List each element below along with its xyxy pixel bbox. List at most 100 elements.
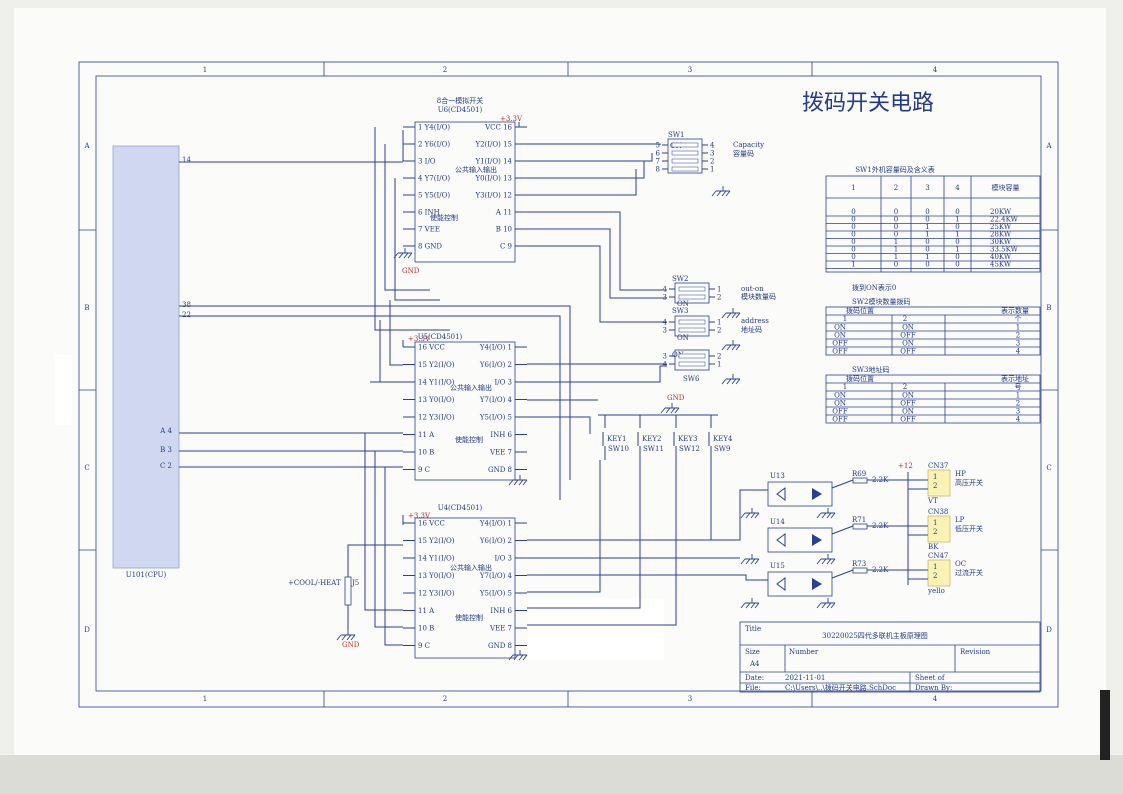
- u5pins-right-pin: Y4(I/O) 1: [479, 344, 512, 352]
- opto-signal: OC: [955, 560, 966, 568]
- ground-symbol: [721, 340, 741, 351]
- table1-cell: 1: [955, 246, 959, 254]
- grid-row-left: C: [84, 464, 89, 472]
- u4pins-left-pin: 14 Y1(I/O): [418, 555, 455, 563]
- table1-cell: 1: [955, 231, 959, 239]
- u4pins-right-pin: VEE 7: [489, 625, 512, 633]
- sw1pins-pin-right: 2: [710, 158, 714, 166]
- u5pins-right-pin: GND 8: [488, 466, 512, 474]
- u6-name: U6(CD4501): [438, 106, 483, 114]
- u4pins-left-pin: 12 Y3(I/O): [418, 590, 455, 598]
- ground-symbol: [816, 554, 836, 565]
- sw3pins-pin-right: 2: [717, 327, 721, 335]
- j5-ref: J5: [351, 579, 359, 587]
- table3-header-value: 表示地址: [1001, 374, 1029, 383]
- opto-connector-pin1: 1: [933, 519, 937, 527]
- u5pins-left-pin: 13 Y0(I/O): [418, 396, 455, 404]
- table2-header-position: 拨码位置: [846, 306, 874, 315]
- tb-date: 2021-11-01: [785, 674, 825, 682]
- keys-gnd: GND: [667, 394, 685, 402]
- table1-title: SW1外机容量码及含义表: [855, 165, 934, 174]
- ground-symbol: [721, 374, 741, 385]
- opto-connector: [927, 559, 951, 587]
- table1-cell: 0: [851, 208, 855, 216]
- u6pins-left-pin: 1 Y4(I/O): [418, 124, 450, 132]
- cpu-pin-b: B 3: [160, 446, 172, 454]
- sw1-label-en: Capacity: [733, 141, 764, 149]
- table3-sub-2: 2: [903, 383, 907, 391]
- table2-cell: 1: [1016, 324, 1020, 332]
- table2-cell: OFF: [900, 332, 916, 340]
- table2-cell: OFF: [832, 348, 848, 356]
- table3-cell: ON: [902, 392, 914, 400]
- table1-cell: 0: [851, 231, 855, 239]
- sw6-on: ON: [672, 351, 684, 359]
- grid-col-top: 4: [933, 66, 938, 74]
- u6pins-left-pin: 7 VEE: [418, 226, 440, 234]
- u4pins-right-pin: I/O 3: [494, 555, 512, 563]
- table3-cell: ON: [834, 400, 846, 408]
- grid-col-bottom: 1: [203, 695, 207, 703]
- j5-label: +COOL/-HEAT: [288, 579, 341, 587]
- table3-cell: 2: [1016, 400, 1020, 408]
- u4-note-enable: 使能控制: [455, 613, 483, 622]
- opto-name: 高压开关: [955, 478, 983, 487]
- table1-cell: 0: [925, 216, 929, 224]
- cpu-label: U101(CPU): [126, 571, 167, 579]
- tb-title: 30220025四代多联机主板原理图: [822, 631, 928, 640]
- title-block: Title 30220025四代多联机主板原理图 Size A4 Number …: [739, 621, 1041, 693]
- key-switch: SW10: [608, 445, 629, 453]
- table1-cell: 1: [894, 238, 898, 246]
- table2-cell: ON: [902, 324, 914, 332]
- u5pins-left-pin: 14 Y1(I/O): [418, 379, 455, 387]
- sw3-label-en: address: [741, 317, 769, 325]
- key-switch: SW9: [714, 445, 730, 453]
- table3-cell: OFF: [832, 416, 848, 424]
- grid-row-right: C: [1046, 464, 1051, 472]
- u4pins-left-pin: 9 C: [418, 642, 430, 650]
- u5pins-left-pin: 16 VCC: [418, 344, 445, 352]
- ground-symbol: [336, 630, 356, 641]
- table1-cell: 0: [894, 231, 898, 239]
- j5-gnd: GND: [342, 641, 360, 649]
- optocoupler: [767, 527, 833, 553]
- u6pins-right-pin: Y2(I/O) 15: [474, 141, 512, 149]
- u6pins-left-pin: 2 Y6(I/O): [418, 141, 450, 149]
- table2-sub-2: 2: [903, 315, 907, 323]
- table1-cell: 25KW: [990, 223, 1012, 231]
- sw6pins-pin-right: 1: [717, 361, 721, 369]
- opto-connector: [927, 515, 951, 543]
- u6pins-right-pin: A 11: [495, 209, 512, 217]
- sw1-label-cn: 容量码: [733, 149, 754, 158]
- u4-name: U4(CD4501): [438, 504, 483, 512]
- opto-signal: HP: [955, 470, 966, 478]
- u5-chip: [414, 341, 516, 481]
- grid-col-top: 3: [688, 66, 692, 74]
- table1-cell: 0: [955, 253, 959, 261]
- tb-drawn-label: Drawn By:: [915, 684, 952, 692]
- ground-symbol: [816, 598, 836, 609]
- u5-note-enable: 使能控制: [455, 435, 483, 444]
- sw1pins-pin-right: 4: [710, 142, 715, 150]
- opto-ref: U14: [770, 518, 785, 526]
- u5pins-left-pin: 10 B: [418, 449, 434, 457]
- table2-cell: OFF: [900, 348, 916, 356]
- opto-name: 低压开关: [955, 524, 983, 533]
- u4pins-right-pin: INH 6: [490, 607, 512, 615]
- u4pins-left-pin: 15 Y2(I/O): [418, 537, 455, 545]
- table3-cell: 1: [1016, 392, 1020, 400]
- sw2pins-pin-right: 1: [717, 286, 721, 294]
- table1-cell: 0: [894, 223, 898, 231]
- cpu-pin-38: 38: [182, 301, 191, 309]
- table1-cell: 28KW: [990, 231, 1012, 239]
- grid-row-left: B: [84, 304, 89, 312]
- optocoupler: [767, 481, 833, 507]
- opto-wire-color: VT: [927, 497, 938, 505]
- sw6-ref: SW6: [683, 375, 700, 383]
- table1-cell: 0: [955, 208, 959, 216]
- sw3-label-cn: 地址码: [741, 325, 762, 334]
- opto-connector-pin2: 2: [933, 572, 937, 580]
- table2-sub-3: 个: [1015, 315, 1022, 323]
- table1-cell: 0: [894, 216, 898, 224]
- u6pins-left-pin: 8 GND: [418, 243, 442, 251]
